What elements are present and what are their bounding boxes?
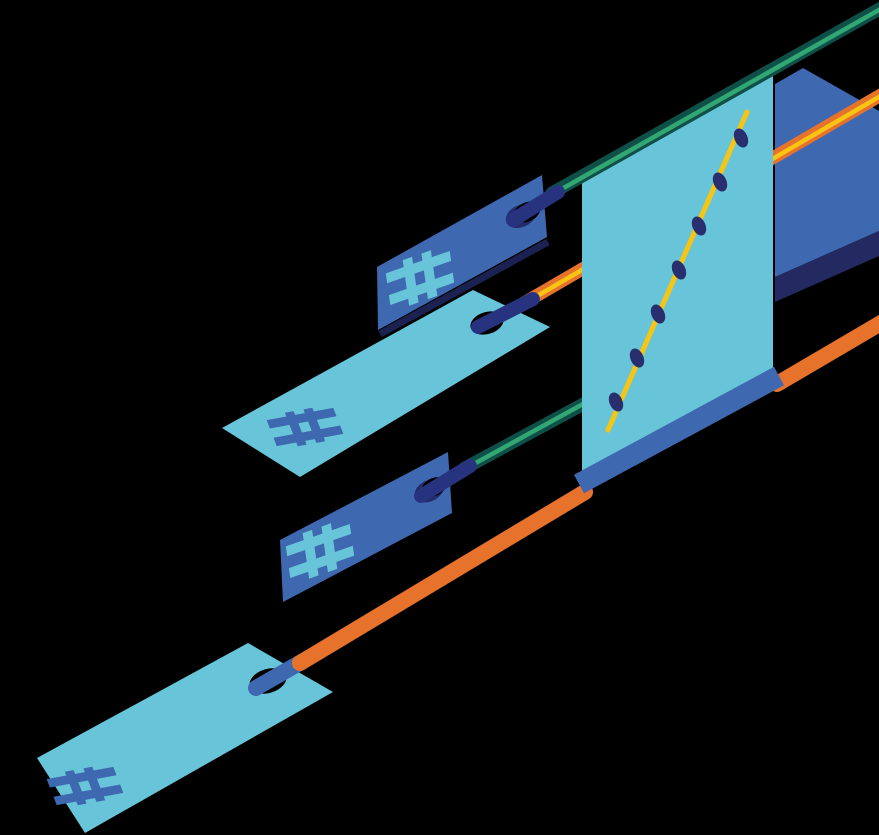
- tag-2-body: [222, 290, 550, 477]
- trend-dot-7: [733, 128, 749, 148]
- tag-4: [37, 643, 333, 833]
- trend-dot-3: [650, 304, 666, 324]
- box-side-face: [775, 231, 879, 302]
- hashtag-icon: [266, 407, 344, 447]
- trend-dot-2: [629, 348, 645, 368]
- trend-dot-5: [691, 216, 707, 236]
- hashtag-icon: [385, 250, 455, 306]
- chart-panel: [582, 62, 773, 488]
- tag-3: [280, 452, 477, 602]
- tag-3-rope-stub: [414, 459, 477, 503]
- trend-dot-6: [712, 172, 728, 192]
- box-3d: [775, 68, 879, 302]
- hashtag-icon: [285, 523, 355, 579]
- rope-teal-upper-stripe: [557, 7, 879, 193]
- tag-1: [377, 175, 565, 330]
- tag-1-shadow-edge: [378, 238, 550, 338]
- rope-orange-thick-left: [292, 484, 593, 671]
- rope-orange-thick-right: [769, 314, 879, 392]
- trend-dot-1: [608, 392, 624, 412]
- trend-dot-4: [671, 260, 687, 280]
- trend-dots: [608, 128, 749, 412]
- hashtag-icon: [46, 766, 124, 806]
- tag-2-rope-stub: [471, 292, 540, 334]
- panel-edge-band: [574, 366, 784, 494]
- tag-2: [222, 290, 550, 477]
- rope-teal-upper: [545, 1, 879, 200]
- box-top-face: [775, 68, 879, 277]
- tag-1-rope-stub: [506, 185, 565, 227]
